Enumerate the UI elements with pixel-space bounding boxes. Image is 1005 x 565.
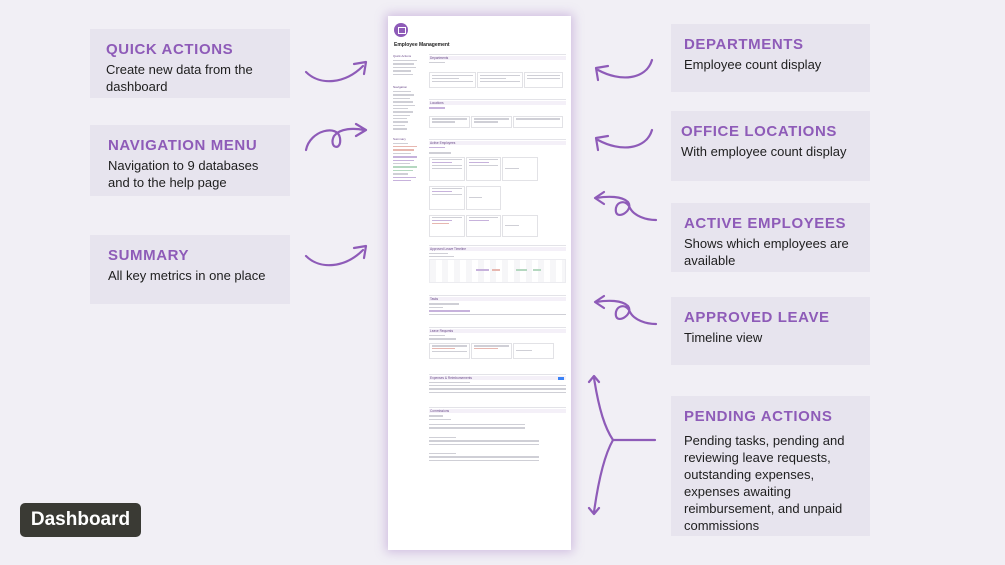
departments-title: DEPARTMENTS [684,36,804,53]
mock-quick-actions-label: Quick Actions [393,54,412,58]
mock-summary-label: Summary [393,136,406,141]
approved-leave-title: APPROVED LEAVE [684,309,830,326]
quick-actions-desc: Create new data from the dashboard [106,62,253,94]
approved-leave-arrow [593,294,658,326]
mock-commissions-section: Commissions [429,407,566,462]
mock-expenses-section: Expenses & Reimbursements [429,373,566,394]
approved-leave-card: APPROVED LEAVE Timeline view [671,297,870,365]
departments-arrow [594,58,654,82]
pending-actions-bracket [587,374,657,516]
mock-navigation-label: Navigation [393,84,408,89]
quick-actions-arrow [304,60,368,83]
pending-actions-card: PENDING ACTIONS Pending tasks, pending a… [671,396,870,536]
mock-departments-section: Departments [429,54,566,89]
navigation-menu-card: NAVIGATION MENU Navigation to 9 database… [90,125,290,196]
departments-card: DEPARTMENTS Employee count display [671,24,870,92]
navigation-menu-arrow [304,122,368,152]
mock-left-column: Quick Actions Navigation Summary [393,54,423,183]
mock-approved-leave-section: Approved Leave Timeline [429,244,566,284]
summary-desc: All key metrics in one place [108,268,266,283]
mock-locations-section: Locations [429,99,566,132]
workspace-logo-icon [394,23,408,37]
dashboard-badge: Dashboard [20,503,141,537]
office-locations-arrow [594,128,654,152]
pending-actions-desc: Pending tasks, pending and reviewing lea… [684,433,845,533]
mock-active-employees-section: Active Employees [429,138,566,237]
mock-right-column: Departments Locations Active Employees A… [429,54,566,465]
summary-card: SUMMARY All key metrics in one place [90,235,290,304]
quick-actions-card: QUICK ACTIONS Create new data from the d… [90,29,290,98]
office-locations-title: OFFICE LOCATIONS [681,123,837,140]
mock-leave-requests-section: Leave Requests [429,326,566,360]
mock-page-title: Employee Management [394,42,450,48]
office-locations-card: OFFICE LOCATIONS With employee count dis… [671,111,870,181]
mock-leave-timeline [429,259,566,284]
active-employees-card: ACTIVE EMPLOYEES Shows which employees a… [671,203,870,272]
office-locations-desc: With employee count display [681,144,847,159]
pending-actions-title: PENDING ACTIONS [684,408,833,425]
summary-arrow [304,244,368,267]
departments-desc: Employee count display [684,57,822,72]
dashboard-screenshot: Employee Management Quick Actions Naviga… [388,16,571,550]
active-employees-title: ACTIVE EMPLOYEES [684,215,847,232]
active-employees-desc: Shows which employees are available [684,236,849,268]
summary-title: SUMMARY [108,247,190,264]
navigation-menu-title: NAVIGATION MENU [108,137,258,154]
mock-tasks-section: Tasks [429,295,566,315]
navigation-menu-desc: Navigation to 9 databases and to the hel… [108,158,259,190]
active-employees-arrow [593,190,658,222]
approved-leave-desc: Timeline view [684,330,763,345]
quick-actions-title: QUICK ACTIONS [106,41,234,58]
